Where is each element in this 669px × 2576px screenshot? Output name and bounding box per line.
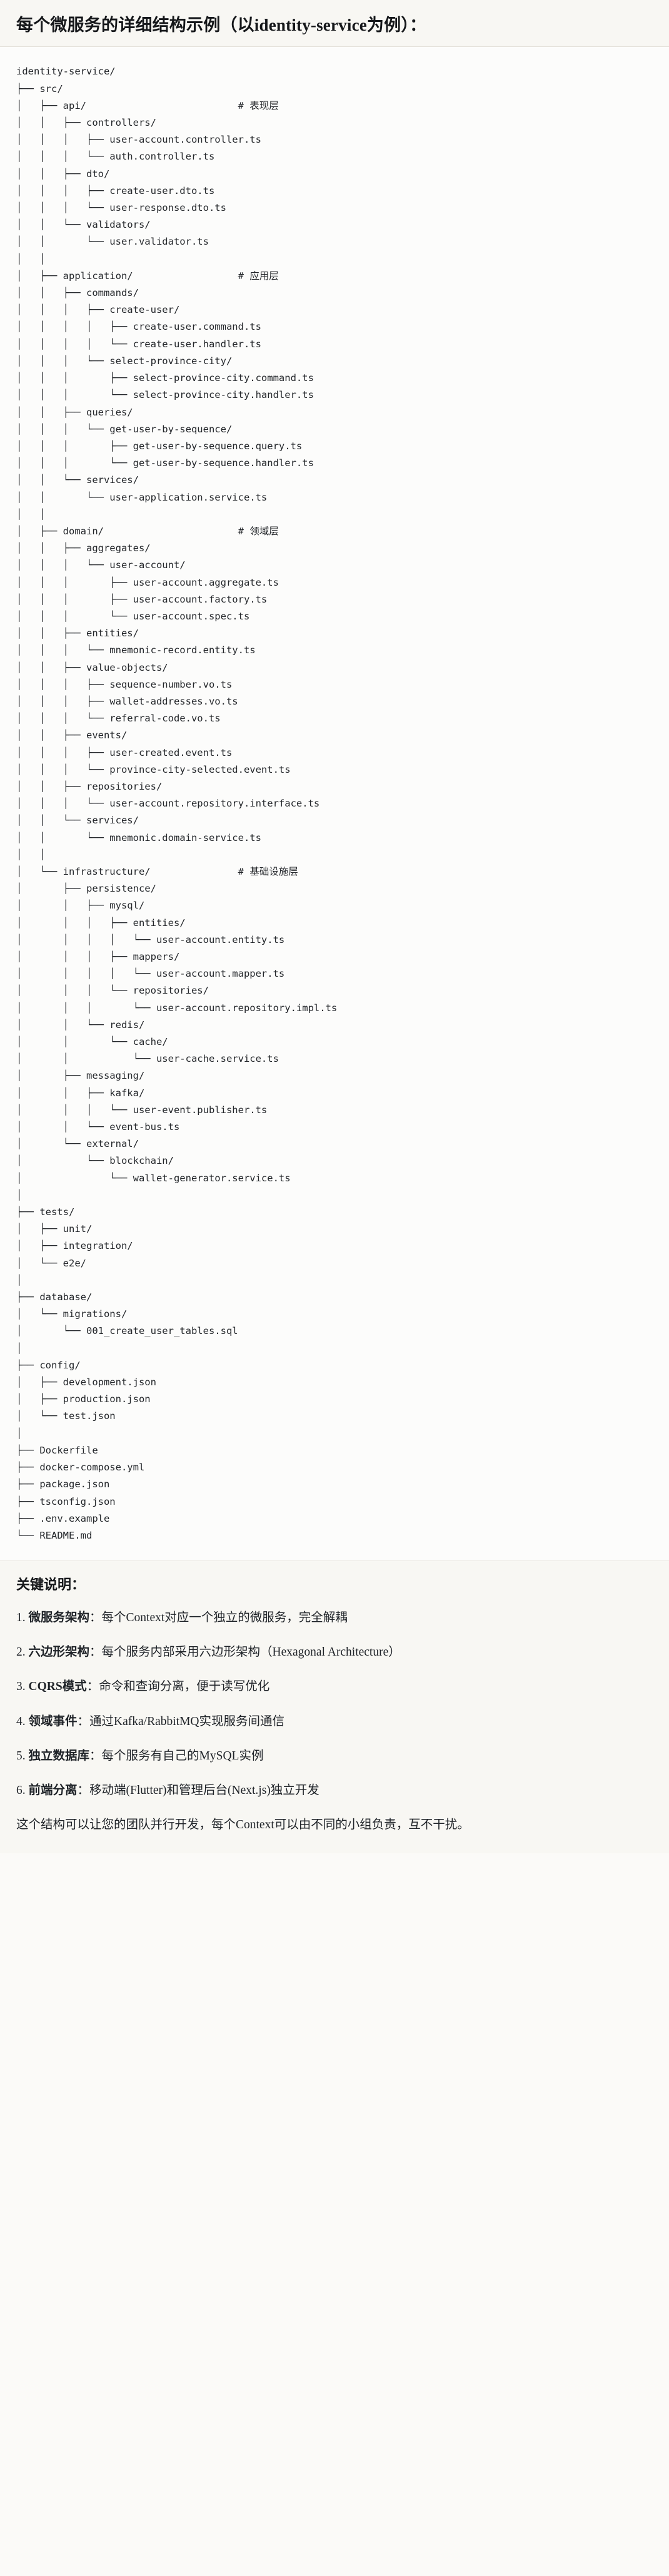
note-term: 六边形架构 bbox=[28, 1645, 90, 1659]
list-item: 5. 独立数据库：每个服务有自己的MySQL实例 bbox=[16, 1748, 653, 1765]
note-description: 每个服务有自己的MySQL实例 bbox=[101, 1749, 264, 1763]
note-number: 4. bbox=[16, 1714, 26, 1728]
note-number: 5. bbox=[16, 1749, 26, 1763]
closing-paragraph: 这个结构可以让您的团队并行开发，每个Context可以由不同的小组负责，互不干扰… bbox=[16, 1818, 470, 1832]
note-description: 命令和查询分离，便于读写优化 bbox=[99, 1680, 270, 1694]
page-title: 每个微服务的详细结构示例（以identity-service为例）： bbox=[16, 16, 427, 34]
note-term: 领域事件 bbox=[28, 1714, 78, 1728]
directory-tree-block: identity-service/ ├── src/ │ ├── api/ # … bbox=[0, 47, 669, 1562]
list-item: 1. 微服务架构：每个Context对应一个独立的微服务，完全解耦 bbox=[16, 1609, 653, 1627]
note-number: 6. bbox=[16, 1784, 26, 1798]
note-separator: ： bbox=[89, 1645, 102, 1659]
note-separator: ： bbox=[89, 1749, 102, 1763]
list-item: 6. 前端分离：移动端(Flutter)和管理后台(Next.js)独立开发 bbox=[16, 1782, 653, 1800]
note-description: 每个服务内部采用六边形架构（Hexagonal Architecture） bbox=[101, 1645, 401, 1659]
note-description: 通过Kafka/RabbitMQ实现服务间通信 bbox=[89, 1714, 285, 1728]
note-description: 移动端(Flutter)和管理后台(Next.js)独立开发 bbox=[89, 1784, 319, 1798]
note-separator: ： bbox=[89, 1611, 102, 1624]
directory-tree: identity-service/ ├── src/ │ ├── api/ # … bbox=[16, 66, 338, 1541]
list-item: 3. CQRS模式：命令和查询分离，便于读写优化 bbox=[16, 1678, 653, 1696]
note-description: 每个Context对应一个独立的微服务，完全解耦 bbox=[101, 1611, 348, 1624]
note-number: 3. bbox=[16, 1680, 26, 1694]
key-notes-list: 1. 微服务架构：每个Context对应一个独立的微服务，完全解耦 2. 六边形… bbox=[16, 1609, 653, 1800]
note-term: 前端分离 bbox=[28, 1784, 78, 1798]
note-term: 独立数据库 bbox=[28, 1749, 90, 1763]
key-notes-section: 关键说明： 1. 微服务架构：每个Context对应一个独立的微服务，完全解耦 … bbox=[0, 1561, 669, 1853]
note-separator: ： bbox=[77, 1714, 90, 1728]
key-notes-heading: 关键说明： bbox=[16, 1577, 86, 1593]
list-item: 2. 六边形架构：每个服务内部采用六边形架构（Hexagonal Archite… bbox=[16, 1644, 653, 1661]
list-item: 4. 领域事件：通过Kafka/RabbitMQ实现服务间通信 bbox=[16, 1713, 653, 1731]
document-header: 每个微服务的详细结构示例（以identity-service为例）： bbox=[0, 0, 669, 48]
document-page: 每个微服务的详细结构示例（以identity-service为例）： ident… bbox=[0, 0, 669, 1853]
note-number: 1. bbox=[16, 1611, 26, 1624]
note-term: CQRS模式 bbox=[28, 1680, 87, 1694]
note-separator: ： bbox=[86, 1680, 99, 1694]
note-term: 微服务架构 bbox=[28, 1611, 90, 1624]
note-number: 2. bbox=[16, 1645, 26, 1659]
note-separator: ： bbox=[77, 1784, 90, 1798]
